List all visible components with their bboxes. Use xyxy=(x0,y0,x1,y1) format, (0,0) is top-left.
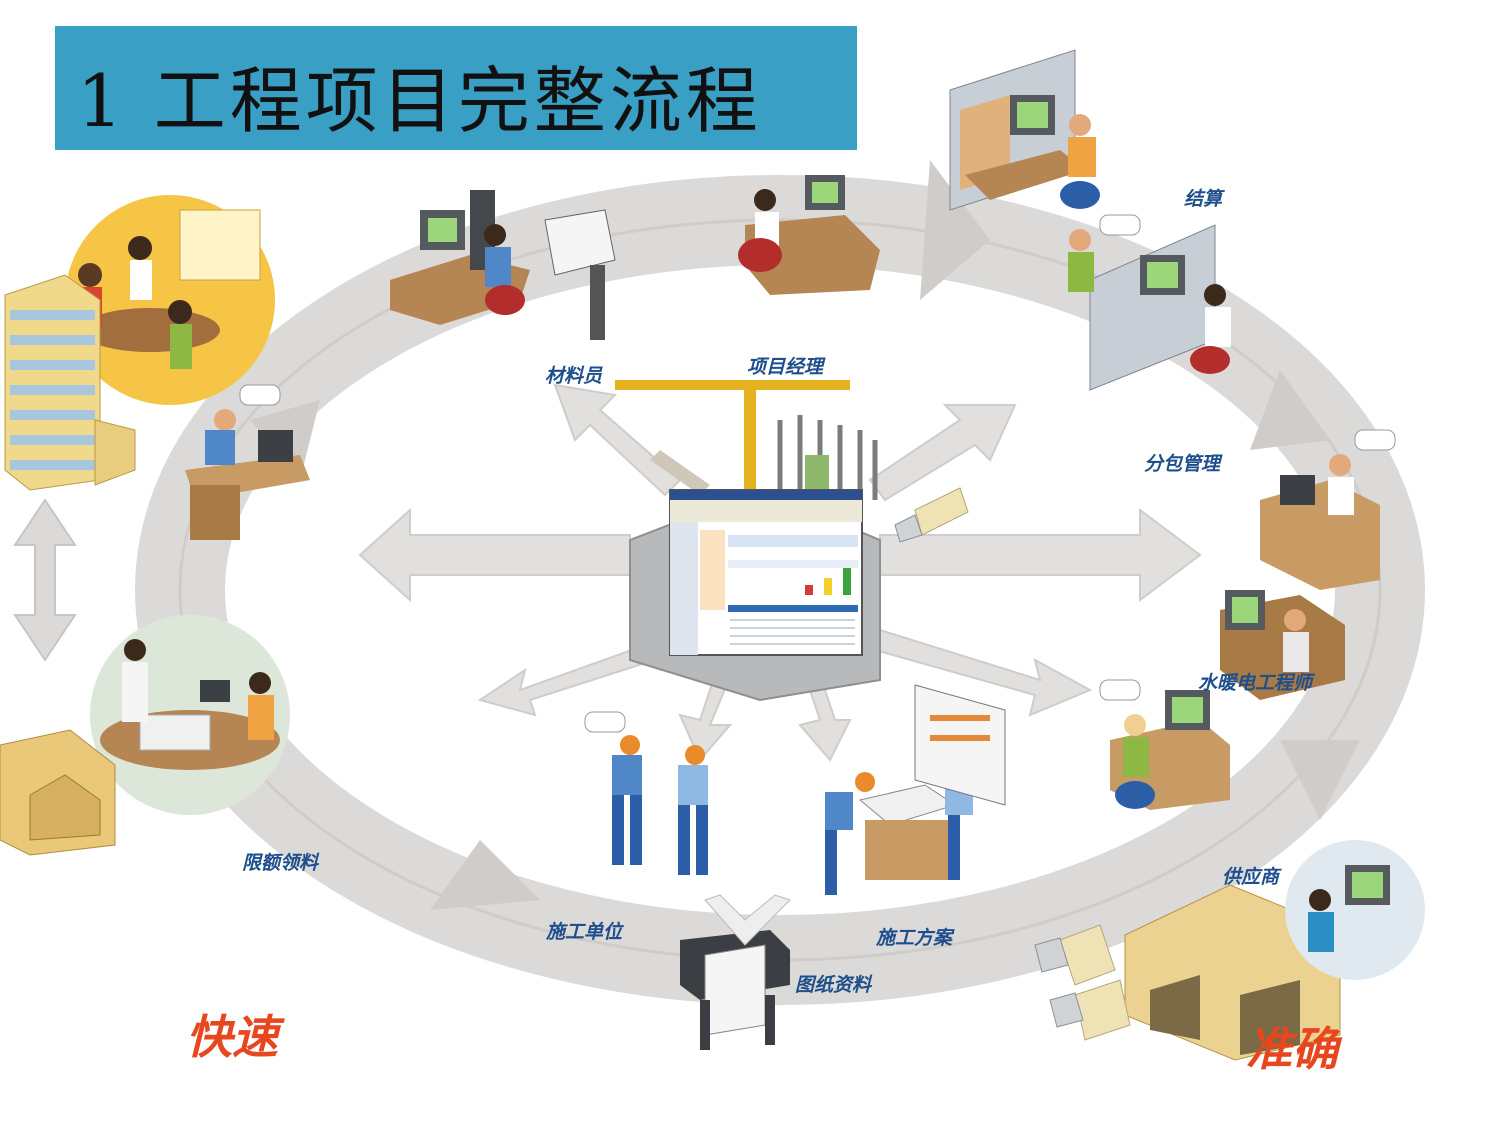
design-review-scene xyxy=(90,615,290,815)
title-banner: 1 工程项目完整流程 xyxy=(55,26,857,150)
label-supplier: 供应商 xyxy=(1222,866,1280,888)
meeting-scene xyxy=(65,195,275,405)
left-double-arrow xyxy=(13,498,77,662)
desk-worker-right-1 xyxy=(1260,429,1396,590)
slogan-fast: 快速 xyxy=(186,1010,278,1064)
designer-desk xyxy=(738,175,880,295)
arrow-nw xyxy=(553,383,682,497)
label-material-clerk: 材料员 xyxy=(545,365,603,387)
desk-worker-right-3 xyxy=(1099,679,1230,810)
settlement-cubicle xyxy=(949,49,1141,236)
arrow-east xyxy=(879,508,1202,602)
desk-worker-left xyxy=(185,384,310,540)
subcontract-cubicles xyxy=(1068,224,1231,391)
ring-arrow-right-top xyxy=(1250,370,1330,450)
desk-worker-right-2 xyxy=(1220,590,1345,700)
label-mep-engineer: 水暖电工程师 xyxy=(1198,672,1313,694)
label-settlement: 结算 xyxy=(1184,188,1223,210)
label-construction-unit: 施工单位 xyxy=(546,921,623,943)
software-window xyxy=(669,489,863,656)
label-project-manager: 项目经理 xyxy=(747,356,824,378)
label-subcontract-mgmt: 分包管理 xyxy=(1144,453,1221,475)
supplier-trucks xyxy=(1034,924,1131,1041)
label-quota-material: 限额领料 xyxy=(242,852,319,874)
ring-arrow-top xyxy=(920,160,990,300)
slogan-accurate: 准确 xyxy=(1246,1022,1338,1076)
ring-arrow-right-bottom xyxy=(1280,740,1360,820)
truck-icon xyxy=(894,487,969,543)
page-title: 1 工程项目完整流程 xyxy=(77,59,762,143)
engineering-desks xyxy=(390,190,616,340)
arrow-ne xyxy=(868,404,1017,502)
office-tower-icon xyxy=(4,274,136,491)
arrow-west xyxy=(358,507,631,603)
radiating-arrows xyxy=(358,383,1202,762)
arrow-se xyxy=(873,628,1093,717)
ring-arrow-bottom xyxy=(430,840,540,910)
label-drawings: 图纸资料 xyxy=(795,974,872,996)
warehouse-icon-left xyxy=(0,729,116,856)
construction-workers xyxy=(584,711,708,875)
plotter-icon xyxy=(680,894,791,1050)
label-construction-plan: 施工方案 xyxy=(876,927,953,949)
crane-icon xyxy=(615,380,850,495)
supplier-warehouse xyxy=(1124,840,1425,1061)
planning-table xyxy=(825,684,1006,895)
